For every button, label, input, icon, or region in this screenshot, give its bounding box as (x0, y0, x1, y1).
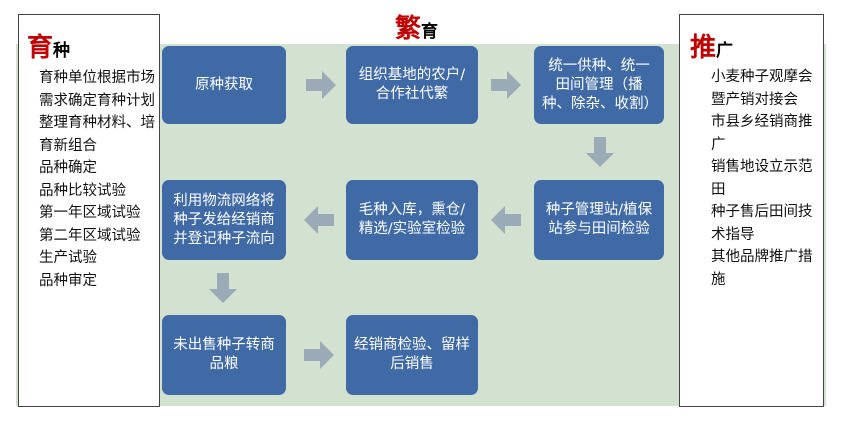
left-title-small: 种 (53, 41, 71, 61)
left-panel: 育种 育种单位根据市场需求确定育种计划 整理育种材料、培育新组合 品种确定 品种… (18, 14, 160, 407)
left-item-7: 品种审定 (39, 272, 97, 289)
right-item-0: 小麦种子观摩会暨产销对接会 (711, 69, 813, 108)
arrow-right-icon (491, 71, 521, 99)
left-item-3: 品种比较试验 (39, 182, 126, 199)
left-item-2: 品种确定 (39, 160, 97, 176)
left-item-5: 第二年区域试验 (39, 227, 141, 244)
step-box-raw-seed: 原种获取 (162, 46, 286, 124)
left-item-4: 第一年区域试验 (39, 205, 141, 221)
arrow-down-icon (586, 137, 614, 167)
right-panel: 推广 小麦种子观摩会暨产销对接会 市县乡经销商推广 销售地设立示范田 种子售后田… (679, 14, 824, 407)
arrow-right-icon (304, 341, 334, 369)
right-item-4: 其他品牌推广措施 (711, 249, 813, 288)
arrow-down-icon (209, 273, 237, 303)
step-box-field-inspection: 种子管理站/植保站参与田间检验 (534, 180, 664, 260)
left-item-1: 整理育种材料、培育新组合 (39, 115, 155, 154)
step-box-dealer-inspection: 经销商检验、留样后销售 (346, 315, 478, 395)
right-title-big: 推 (690, 33, 717, 63)
right-item-1: 市县乡经销商推广 (711, 114, 813, 153)
center-title-big: 繁 (395, 14, 422, 44)
left-title-big: 育 (27, 33, 54, 63)
left-panel-list: 育种单位根据市场需求确定育种计划 整理育种材料、培育新组合 品种确定 品种比较试… (39, 67, 157, 292)
arrow-left-icon (304, 206, 334, 234)
step-box-unsold-to-grain: 未出售种子转商品粮 (162, 315, 286, 395)
center-title: 繁育 (395, 8, 438, 45)
right-item-3: 种子售后田间技术指导 (711, 204, 813, 243)
left-item-0: 育种单位根据市场需求确定育种计划 (39, 70, 155, 109)
step-box-unified-management: 统一供种、统一田间管理（播种、除杂、收割） (534, 46, 664, 124)
step-box-contract-farming: 组织基地的农户/合作社代繁 (346, 46, 478, 124)
step-box-logistics: 利用物流网络将种子发给经销商并登记种子流向 (162, 180, 286, 260)
left-item-6: 生产试验 (39, 250, 97, 266)
arrow-right-icon (306, 71, 336, 99)
right-panel-title: 推广 (690, 27, 733, 64)
left-panel-title: 育种 (27, 27, 70, 64)
center-title-small: 育 (421, 22, 439, 42)
step-box-warehousing: 毛种入库，熏仓/精选/实验室检验 (346, 180, 478, 260)
right-panel-list: 小麦种子观摩会暨产销对接会 市县乡经销商推广 销售地设立示范田 种子售后田间技术… (711, 66, 815, 291)
right-item-2: 销售地设立示范田 (711, 159, 813, 198)
arrow-left-icon (491, 206, 521, 234)
right-title-small: 广 (716, 41, 734, 61)
